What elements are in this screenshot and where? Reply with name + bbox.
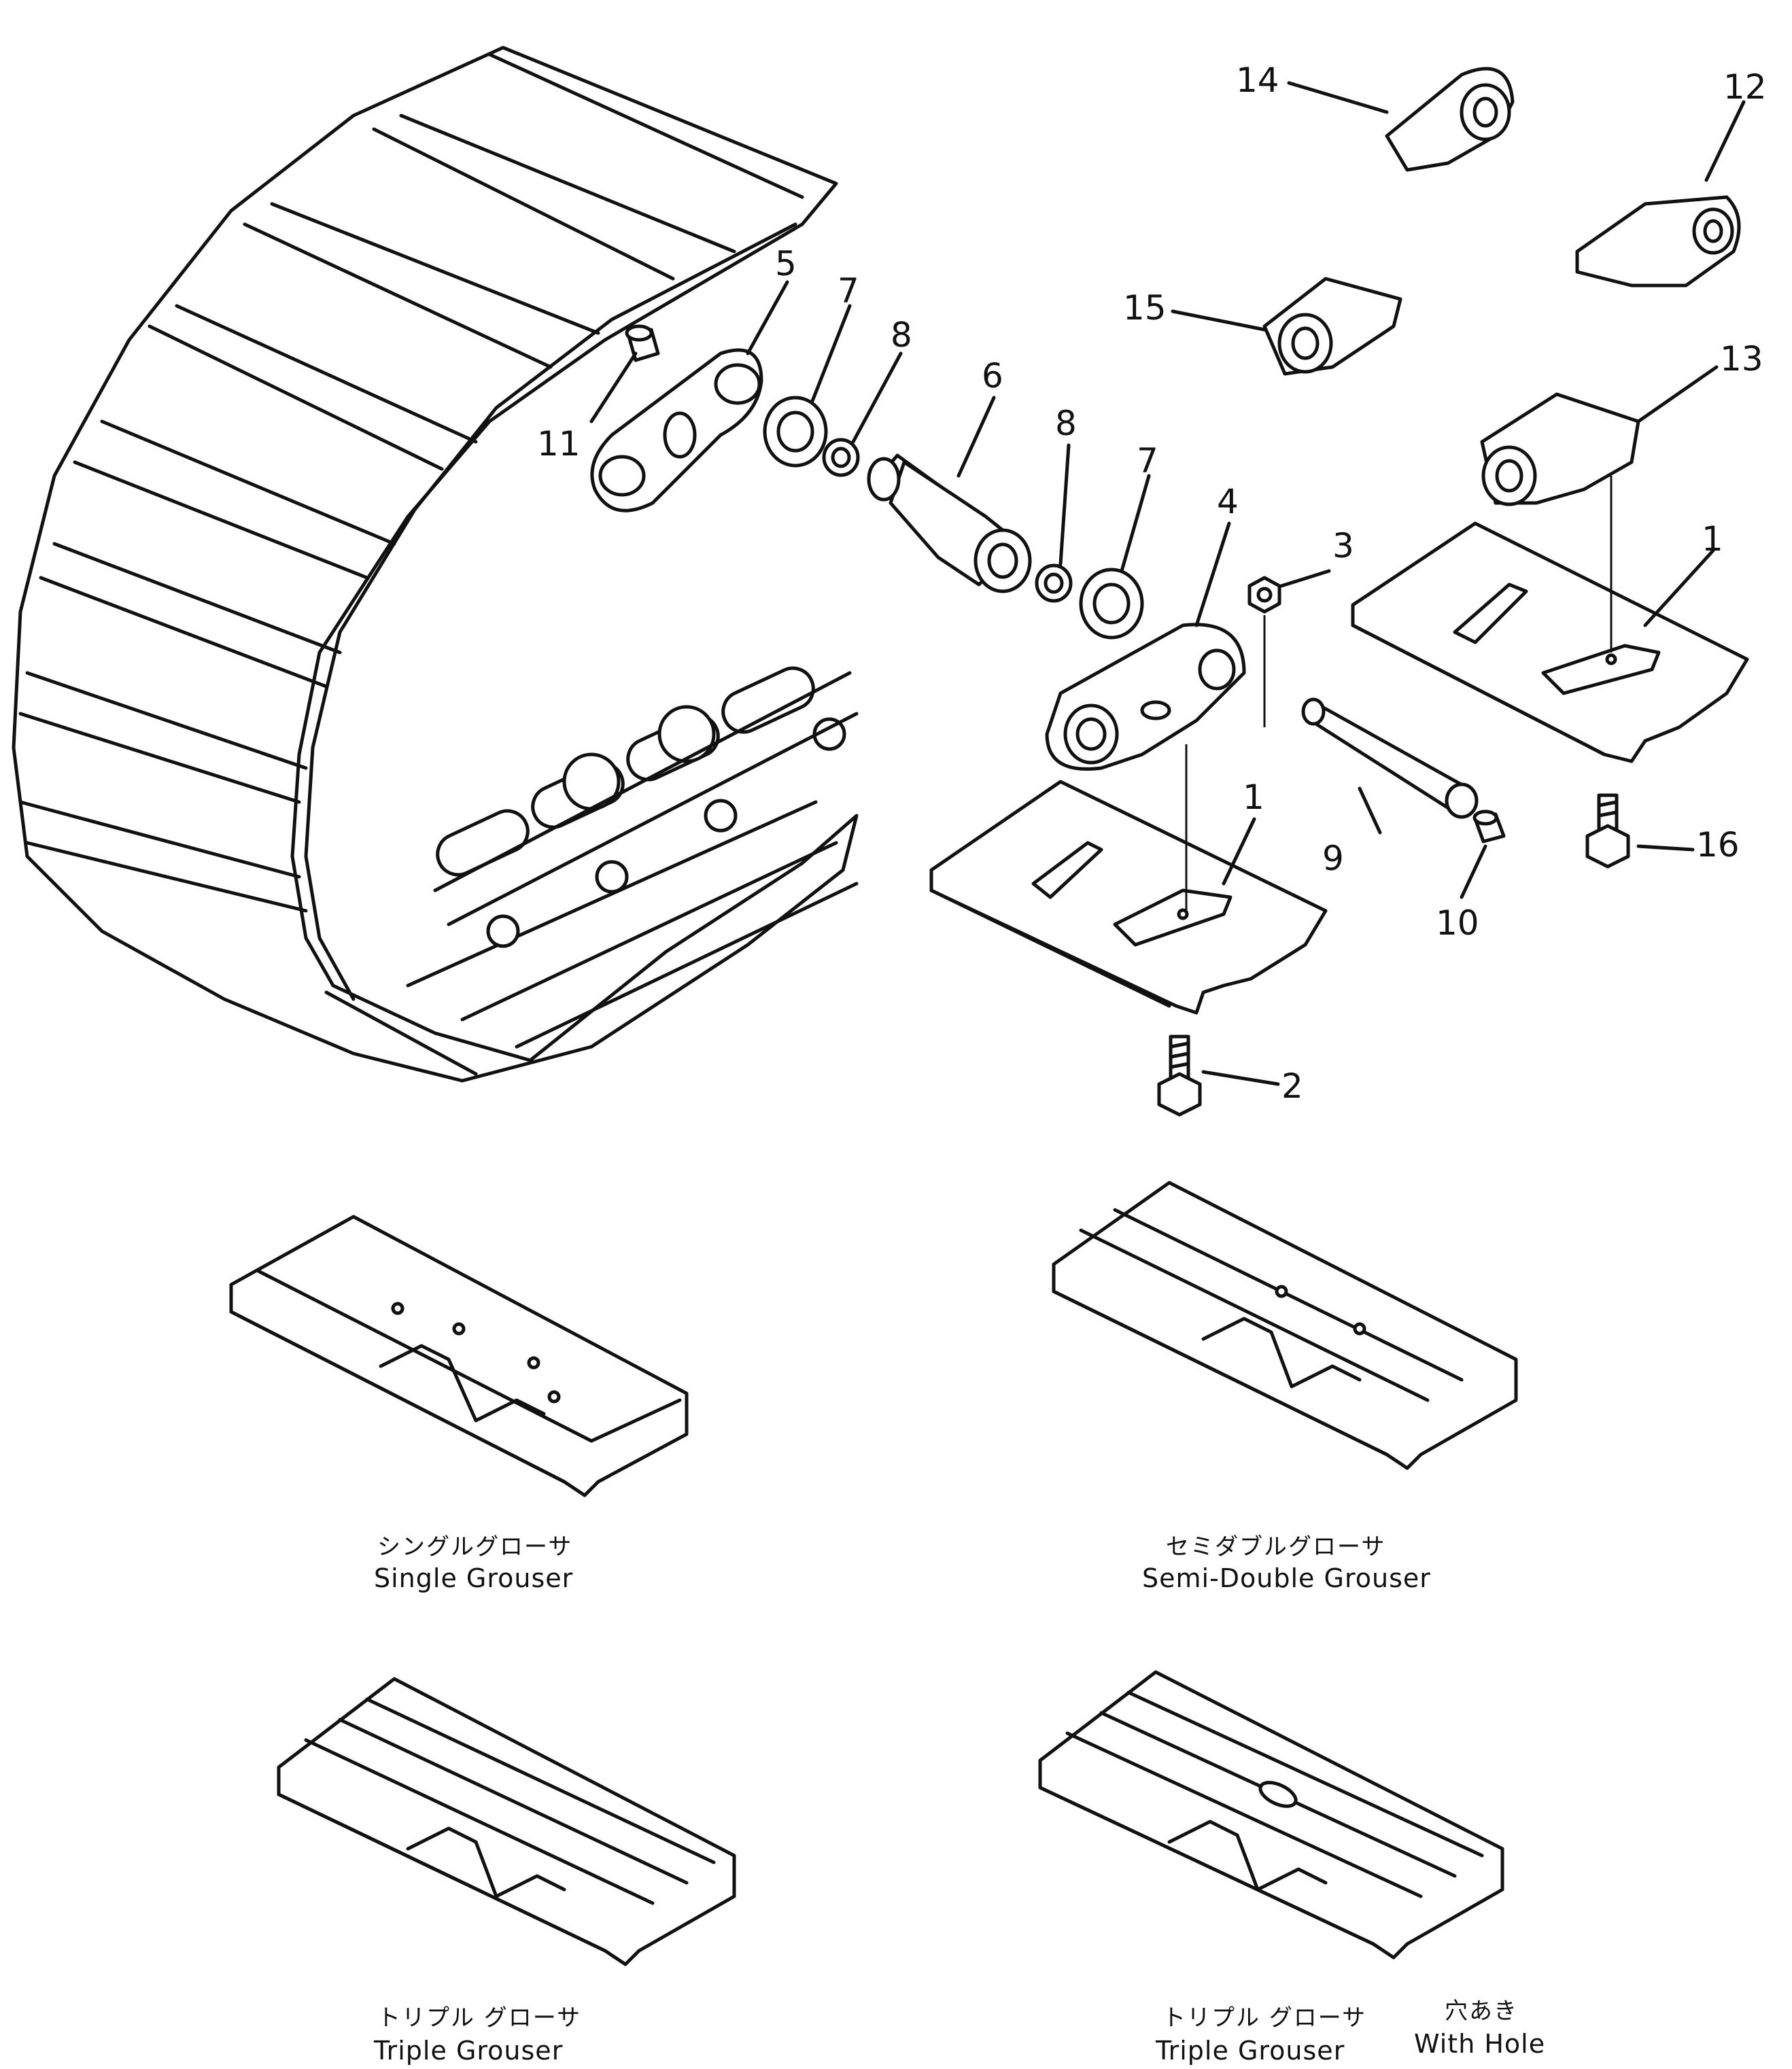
track-assembly-illustration [12, 46, 859, 1083]
part-4-master-link [1045, 623, 1246, 771]
single-grouser-en-caption: Single Grouser [374, 1563, 573, 1593]
with-hole-en-caption: With Hole [1414, 2029, 1545, 2059]
part-8-spacer-right [1035, 563, 1073, 603]
part-13-guard [1480, 392, 1640, 506]
callout-8-left: 8 [891, 315, 912, 355]
callout-3: 3 [1332, 526, 1354, 566]
callout-1-right: 1 [1702, 519, 1723, 559]
callout-13: 13 [1720, 339, 1763, 379]
callout-5: 5 [775, 244, 797, 283]
callout-labels: 14 12 15 13 1 3 5 7 8 6 8 7 4 11 1 9 10 … [537, 60, 1767, 1106]
triple-grouser-hole-en-caption: Triple Grouser [1155, 2036, 1345, 2066]
callout-8-right: 8 [1055, 404, 1077, 443]
callout-16: 16 [1696, 825, 1740, 865]
part-10-collar [1472, 810, 1506, 844]
callout-leaders [589, 81, 1746, 1086]
part-15-bracket [1262, 277, 1402, 376]
part-14-bracket [1385, 67, 1515, 172]
part-3-nut [1247, 576, 1281, 727]
triple-grouser-shoe [277, 1677, 736, 1966]
callout-15: 15 [1123, 288, 1167, 328]
part-1-shoe-center [929, 744, 1328, 1015]
triple-grouser-with-hole-shoe [1038, 1670, 1504, 1960]
single-grouser-ja-caption: シングルグローサ [377, 1533, 572, 1561]
semi-double-grouser-shoe [1052, 1181, 1518, 1470]
part-8-spacer-left [822, 438, 860, 477]
callout-12: 12 [1723, 67, 1767, 107]
callout-6: 6 [982, 356, 1003, 396]
callout-10: 10 [1436, 903, 1479, 943]
semi-double-grouser-ja-caption: セミダブルグローサ [1166, 1533, 1385, 1561]
callout-7-left: 7 [838, 271, 859, 311]
part-12-bracket [1575, 195, 1741, 288]
semi-double-grouser-en-caption: Semi-Double Grouser [1142, 1563, 1431, 1593]
triple-grouser-ja-caption: トリプル グローサ [377, 2004, 581, 2032]
part-7-seal-right [1079, 568, 1144, 640]
callout-2: 2 [1281, 1066, 1303, 1106]
part-5-master-link [590, 348, 763, 512]
part-6-bushing [867, 453, 1032, 593]
callout-14: 14 [1236, 60, 1279, 100]
callout-4: 4 [1217, 482, 1239, 521]
callout-7-right: 7 [1137, 441, 1158, 481]
with-hole-ja-caption: 穴あき [1445, 1998, 1518, 2025]
part-2-shoe-bolt [1157, 1034, 1202, 1117]
callout-1-center: 1 [1243, 778, 1264, 817]
part-16-bolt [1585, 793, 1630, 869]
single-grouser-shoe [229, 1215, 689, 1497]
triple-grouser-en-caption: Triple Grouser [373, 2036, 563, 2066]
callout-9: 9 [1322, 839, 1344, 878]
part-1-shoe-right [1351, 476, 1749, 763]
part-9-pin [1301, 697, 1479, 819]
callout-11: 11 [537, 424, 581, 464]
part-11-bushing [625, 324, 660, 362]
triple-grouser-hole-ja-caption: トリプル グローサ [1162, 2004, 1366, 2032]
part-7-seal-left [763, 396, 828, 468]
